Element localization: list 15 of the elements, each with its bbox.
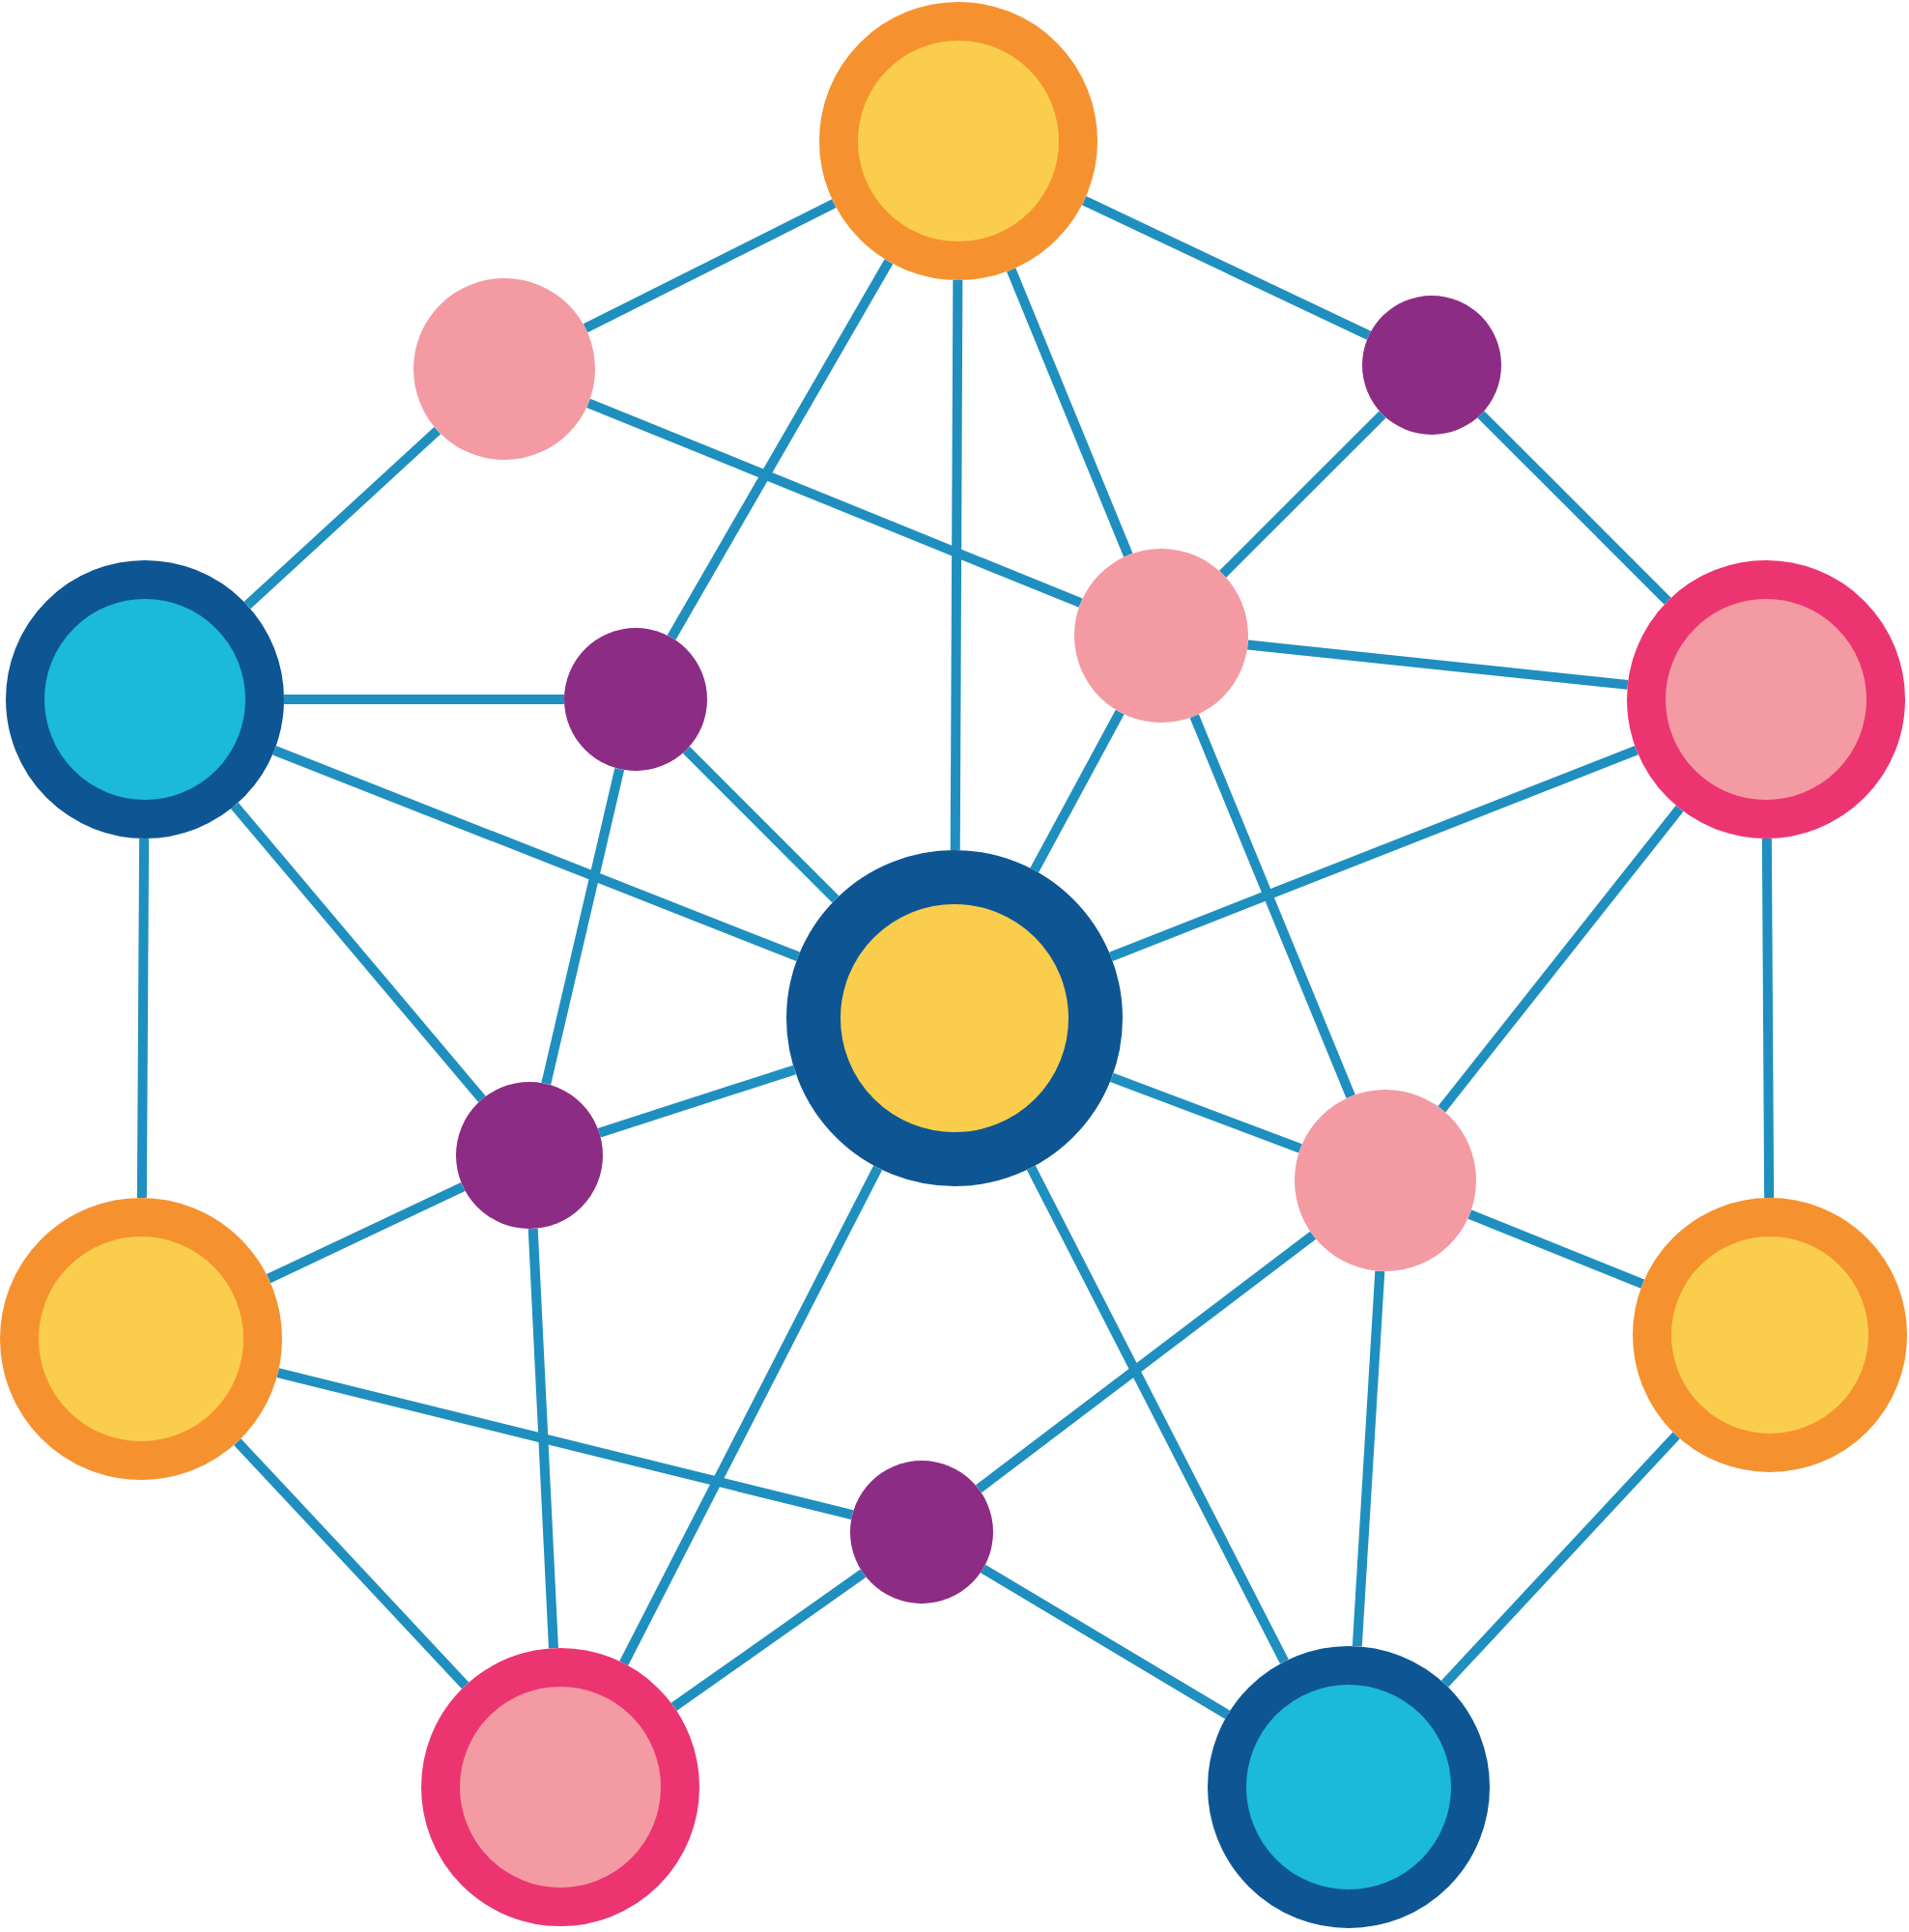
network-node (564, 628, 707, 771)
connector-line (950, 279, 963, 850)
connector-line (1352, 1270, 1385, 1647)
network-node (1362, 296, 1501, 435)
connector-line (975, 1231, 1317, 1493)
connector-line (541, 767, 625, 1086)
connector-line (1189, 714, 1355, 1098)
connector-line (527, 1228, 558, 1649)
connector-line (1219, 411, 1386, 578)
connector-line (1761, 838, 1775, 1199)
connector-line (586, 398, 1083, 608)
connector-line (284, 695, 564, 704)
connector-line (1247, 639, 1629, 690)
connector-line (136, 838, 150, 1199)
connector-line (1477, 411, 1671, 605)
